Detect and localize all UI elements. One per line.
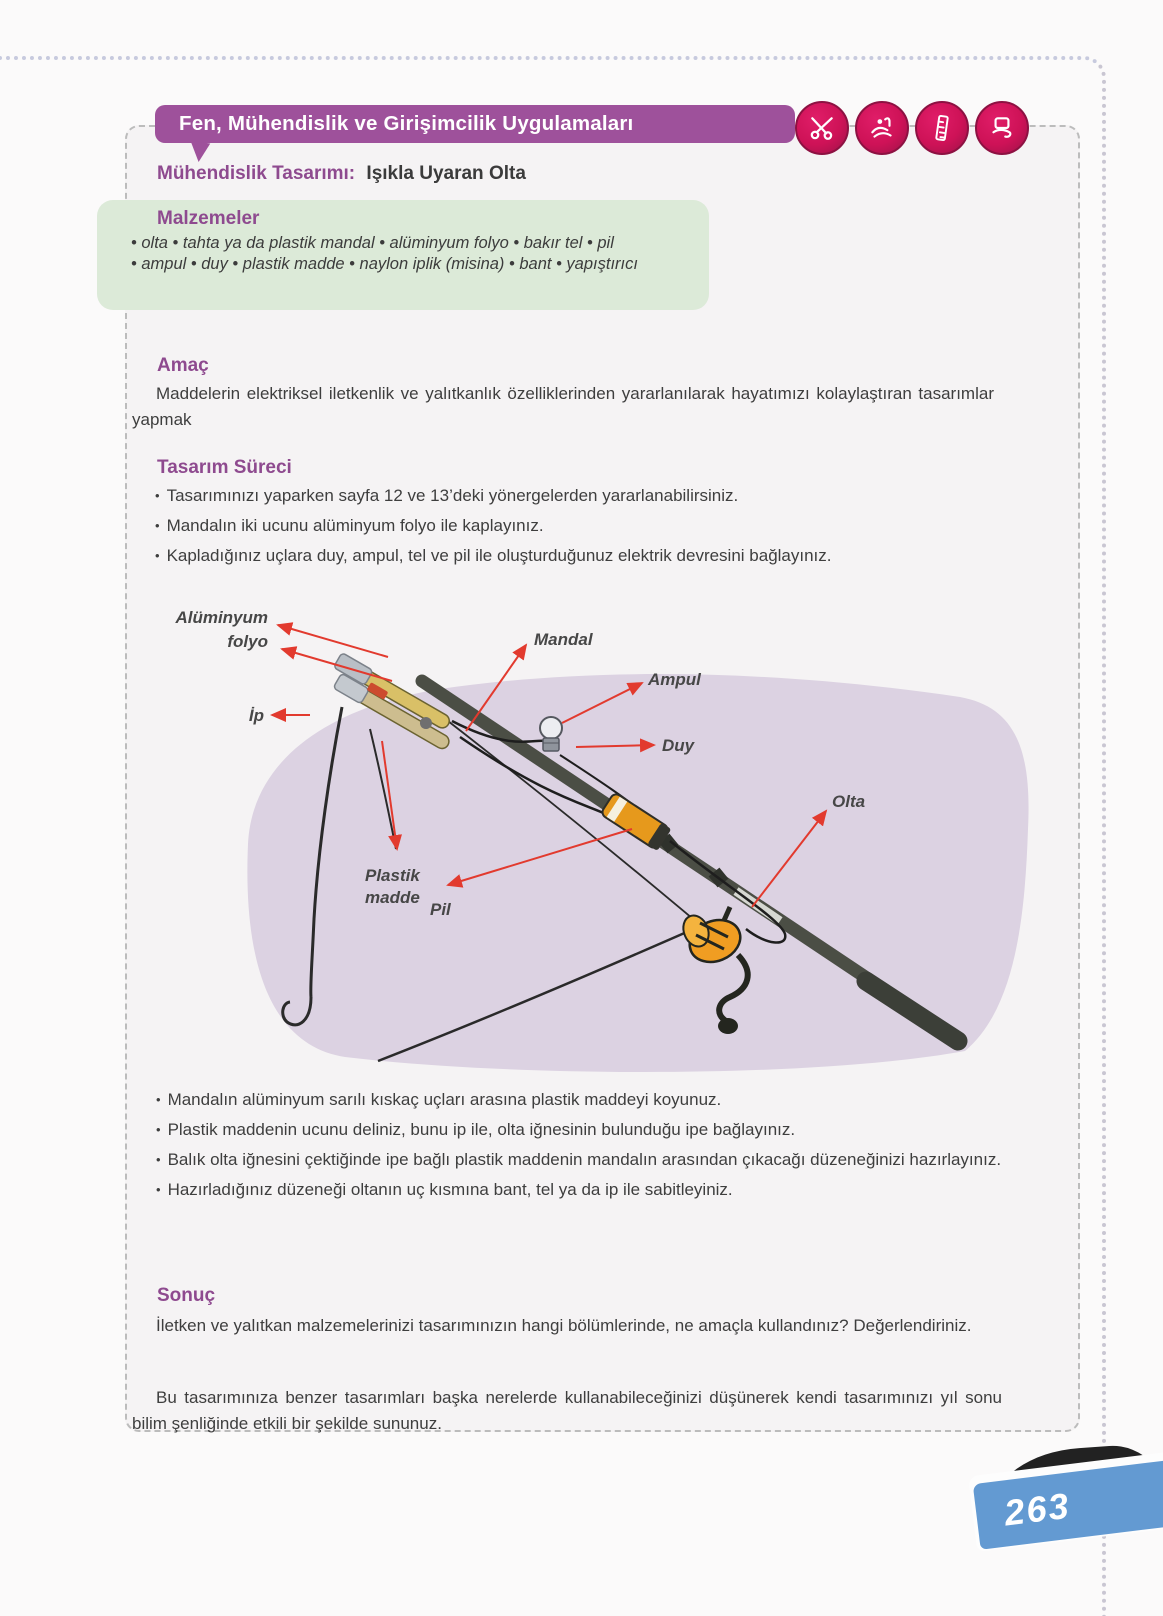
bullet-marker: • (156, 1152, 161, 1167)
string (309, 706, 344, 998)
label-olta: Olta (832, 792, 865, 811)
rod-handle (856, 971, 968, 1051)
bullet-marker: • (155, 518, 160, 533)
section-banner-title: Fen, Mühendislik ve Girişimcilik Uygulam… (179, 112, 634, 135)
light-bulb (539, 716, 563, 752)
rod-line (429, 706, 706, 930)
arrow-ampul (561, 682, 644, 724)
label-duy: Duy (662, 736, 696, 755)
label-aluminyum-folyo-2: folyo (227, 632, 268, 651)
foil-tip (333, 673, 369, 704)
materials-line-2: • ampul • duy • plastik madde • naylon i… (131, 255, 638, 273)
plastic-piece (367, 682, 388, 700)
step-3: Balık olta iğnesini çektiğinde ipe bağlı… (167, 1150, 1002, 1169)
banner-tail (187, 140, 211, 164)
wire (451, 719, 547, 743)
clothespin (333, 653, 450, 750)
label-plastik-madde-2: madde (365, 888, 420, 907)
surec-item-3: Kapladığınız uçlara duy, ampul, tel ve p… (166, 546, 832, 565)
label-pil: Pil (430, 900, 452, 919)
label-mandal: Mandal (534, 630, 594, 649)
amac-heading: Amaç (157, 355, 209, 376)
scissors-icon (795, 101, 849, 155)
bullet-marker: • (156, 1092, 161, 1107)
arrow-olta (751, 809, 828, 908)
wire (669, 840, 787, 944)
page-number: 263 (1001, 1484, 1073, 1534)
fishing-line (377, 922, 706, 1063)
fishing-reel (682, 905, 751, 1034)
step-2: Plastik maddenin ucunu deliniz, bunu ip … (167, 1120, 796, 1139)
surec-item-2: Mandalın iki ucunu alüminyum folyo ile k… (166, 516, 544, 535)
bullet-marker: • (155, 488, 160, 503)
sonuc-heading: Sonuç (157, 1285, 216, 1306)
ruler-icon (915, 101, 969, 155)
list-item: • Hazırladığınız düzeneği oltanın uç kısm… (132, 1175, 1010, 1205)
label-aluminyum-folyo: Alüminyum (174, 608, 268, 627)
hand-washing-icon (855, 101, 909, 155)
list-item: • Balık olta iğnesini çektiğinde ipe bağl… (132, 1145, 1010, 1175)
rod-band (658, 833, 679, 854)
fishing-rod-diagram: Alüminyum folyo Mandal Ampul Duy Olta İp… (174, 608, 1029, 1073)
subtitle-title: Işıkla Uyaran Olta (366, 163, 526, 184)
step-1: Mandalın alüminyum sarılı kıskaç uçları … (167, 1090, 722, 1109)
materials-line-1: • olta • tahta ya da plastik mandal • al… (131, 234, 614, 252)
hook (281, 996, 313, 1027)
label-ip: İp (249, 706, 264, 725)
list-item: • Plastik maddenin ucunu deliniz, bunu ip… (132, 1115, 1010, 1145)
arrow-pil (446, 828, 633, 888)
surec-heading: Tasarım Süreci (157, 457, 292, 478)
subtitle-label: Mühendislik Tasarımı: (157, 163, 356, 184)
assembly-steps-list: • Mandalın alüminyum sarılı kıskaç uçları… (132, 1085, 1010, 1205)
materials-box: Malzemeler • olta • tahta ya da plastik … (97, 200, 709, 310)
hand-holding-icon (975, 101, 1029, 155)
label-ampul: Ampul (647, 670, 702, 689)
amac-paragraph: Maddelerin elektriksel iletkenlik ve yal… (132, 384, 994, 429)
activity-icon-row (795, 101, 1029, 155)
surec-bullet-list: • Tasarımınızı yaparken sayfa 12 ve 13’de… (155, 487, 1015, 577)
arrow-aluminyum-1 (276, 622, 389, 658)
materials-heading: Malzemeler (157, 208, 260, 229)
clothespin-spring (419, 717, 432, 730)
activity-subtitle: Mühendislik Tasarımı: Işıkla Uyaran Olta (157, 163, 526, 185)
sonuc-paragraph-1: İletken ve yalıtkan malzemelerinizi tasa… (156, 1316, 972, 1335)
bullet-marker: • (156, 1122, 161, 1137)
bullet-marker: • (155, 548, 160, 563)
activity-panel: Fen, Mühendislik ve Girişimcilik Uygulam… (97, 101, 1080, 1433)
bulb-socket (542, 737, 560, 752)
sonuc-paragraph-2: Bu tasarımınıza benzer tasarımları başka… (132, 1388, 1002, 1433)
list-item: • Tasarımınızı yaparken sayfa 12 ve 13’de… (155, 487, 1015, 505)
surec-item-1: Tasarımınızı yaparken sayfa 12 ve 13’dek… (166, 486, 739, 505)
list-item: • Kapladığınız uçlara duy, ampul, tel ve … (155, 547, 1015, 565)
label-arrows (270, 622, 828, 908)
bullet-marker: • (156, 1182, 161, 1197)
list-item: • Mandalın alüminyum sarılı kıskaç uçları… (132, 1085, 1010, 1115)
arrow-plastik (381, 740, 403, 851)
battery (601, 793, 671, 850)
arrow-aluminyum-2 (280, 646, 393, 682)
list-item: • Mandalın iki ucunu alüminyum folyo ile … (155, 517, 1015, 535)
arrow-mandal (465, 643, 528, 732)
label-plastik-madde: Plastik (365, 866, 421, 885)
section-banner: Fen, Mühendislik ve Girişimcilik Uygulam… (155, 105, 795, 143)
step-4: Hazırladığınız düzeneği oltanın uç kısmı… (167, 1180, 733, 1199)
arrow-duy (575, 738, 656, 753)
